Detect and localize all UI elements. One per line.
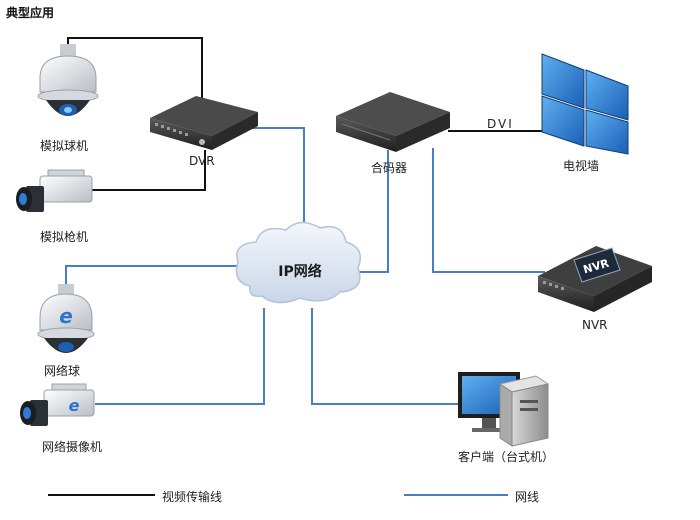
network-bullet-camera: e bbox=[20, 383, 95, 426]
net-line-composer-to-nvr bbox=[432, 148, 545, 273]
ip-network-cloud bbox=[235, 221, 361, 304]
net-line-cloud-to-composer bbox=[352, 150, 389, 273]
net-line-cloud-to-netdome bbox=[65, 265, 246, 288]
net-line-cloud-to-client bbox=[311, 308, 458, 405]
client-desktop bbox=[458, 372, 550, 447]
net-line-cloud-to-netcam bbox=[95, 308, 265, 405]
tv-wall bbox=[541, 53, 629, 155]
video-line-dome-to-dvr bbox=[67, 37, 203, 98]
nvr-device bbox=[538, 246, 652, 312]
label-composer: 合码器 bbox=[371, 161, 408, 175]
page-title: 典型应用 bbox=[6, 6, 55, 20]
label-analog-dome: 模拟球机 bbox=[40, 139, 89, 153]
video-line-bullet-to-dvr bbox=[92, 150, 206, 191]
analog-dome-camera bbox=[37, 44, 99, 116]
label-nvr: NVR bbox=[582, 318, 608, 332]
label-dvi: DVI bbox=[487, 117, 514, 131]
net-line-dvr-to-cloud bbox=[250, 127, 305, 240]
cloud-label: IP网络 bbox=[278, 263, 321, 280]
label-network-dome: 网络球 bbox=[44, 364, 81, 378]
ie-icon: e bbox=[59, 304, 73, 328]
label-dvr: DVR bbox=[189, 154, 215, 168]
dvr-device bbox=[150, 96, 258, 150]
legend-network-label: 网线 bbox=[515, 490, 540, 504]
label-analog-bullet: 模拟枪机 bbox=[40, 230, 89, 244]
analog-bullet-camera bbox=[16, 169, 93, 212]
composer-device bbox=[336, 92, 450, 152]
label-client: 客户端（台式机） bbox=[458, 450, 555, 464]
label-network-camera: 网络摄像机 bbox=[42, 440, 103, 454]
legend-video-label: 视频传输线 bbox=[162, 490, 223, 504]
network-dome-camera: e bbox=[37, 284, 95, 353]
label-tv-wall: 电视墙 bbox=[563, 159, 600, 173]
ie-icon: e bbox=[69, 396, 80, 415]
